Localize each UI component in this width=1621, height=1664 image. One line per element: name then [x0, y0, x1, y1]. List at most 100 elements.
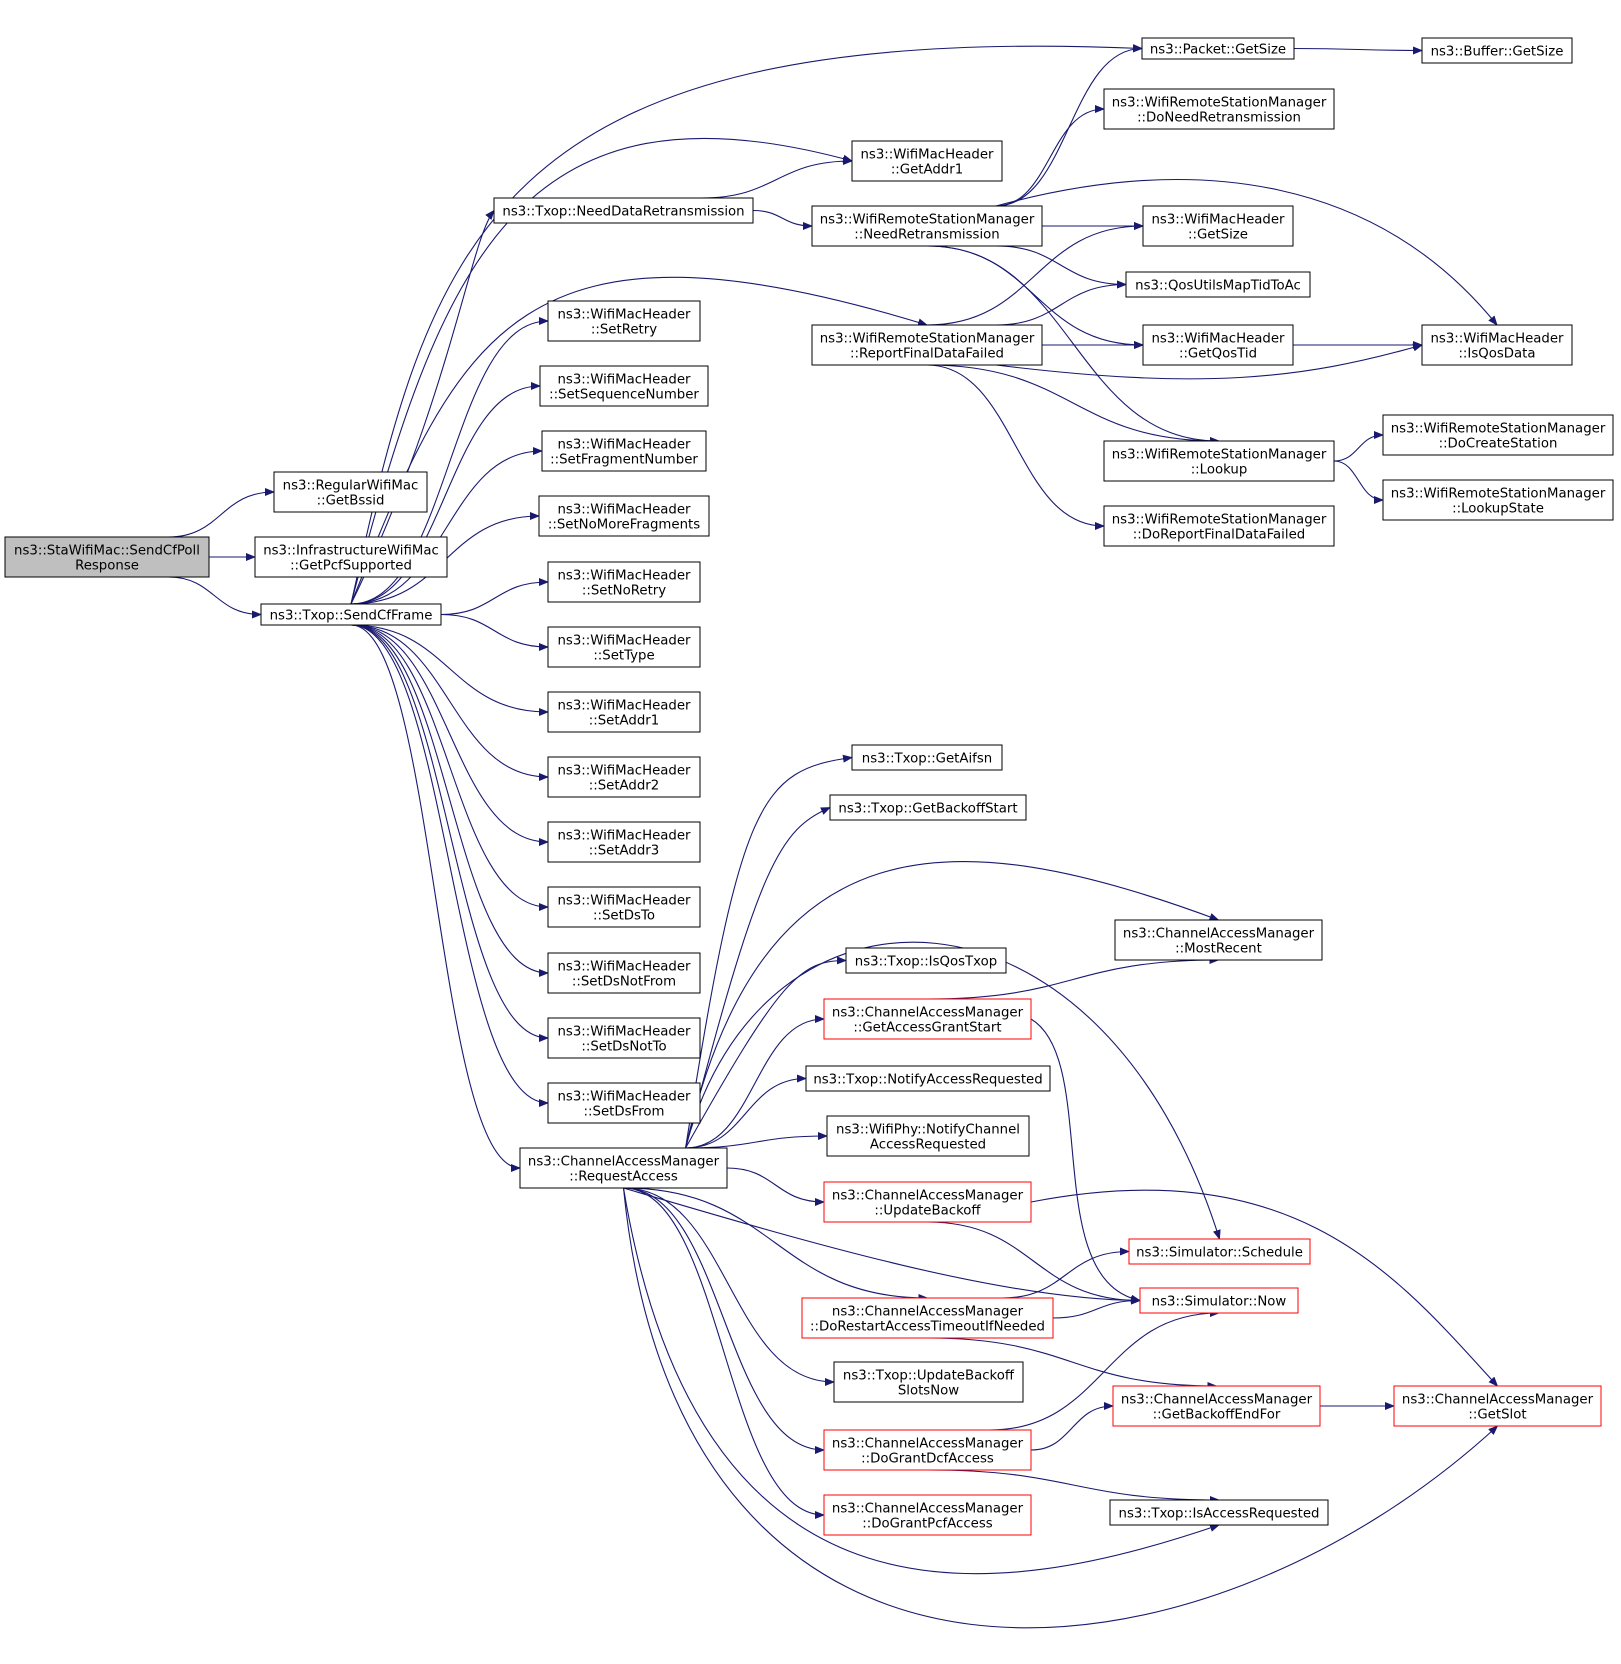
node-dograntdcf[interactable]: ns3::ChannelAccessManager::DoGrantDcfAcc… — [823, 1429, 1032, 1471]
node-updatebackoff[interactable]: ns3::ChannelAccessManager::UpdateBackoff — [823, 1181, 1032, 1223]
node-label: ns3::WifiPhy::NotifyChannel — [836, 1123, 1020, 1138]
node-setdsnotto[interactable]: ns3::WifiMacHeader::SetDsNotTo — [547, 1017, 701, 1059]
node-label: ns3::WifiMacHeader — [557, 829, 691, 844]
node-box — [547, 561, 701, 603]
node-label: ns3::InfrastructureWifiMac — [263, 544, 439, 559]
node-box — [260, 603, 442, 626]
node-dorestart[interactable]: ns3::ChannelAccessManager::DoRestartAcce… — [801, 1297, 1054, 1339]
node-box — [493, 197, 754, 224]
node-label: ::Lookup — [1191, 463, 1248, 478]
node-label: ns3::WifiMacHeader — [557, 1025, 691, 1040]
edge-dorestart-to-now — [1052, 1296, 1141, 1319]
node-label: ::SetAddr2 — [589, 779, 659, 794]
node-schedule[interactable]: ns3::Simulator::Schedule — [1128, 1238, 1311, 1265]
node-box — [547, 886, 701, 928]
node-label: ::IsQosData — [1458, 347, 1535, 362]
node-label: ::GetQosTid — [1179, 347, 1257, 362]
node-label: AccessRequested — [870, 1138, 986, 1153]
node-sendcf[interactable]: ns3::Txop::SendCfFrame — [260, 603, 442, 626]
node-now[interactable]: ns3::Simulator::Now — [1139, 1287, 1299, 1314]
node-pktgetsize[interactable]: ns3::Packet::GetSize — [1141, 37, 1295, 60]
node-setdsto[interactable]: ns3::WifiMacHeader::SetDsTo — [547, 886, 701, 928]
node-setnomore[interactable]: ns3::WifiMacHeader::SetNoMoreFragments — [538, 495, 710, 537]
node-label: ns3::WifiMacHeader — [1151, 213, 1285, 228]
node-label: SlotsNow — [898, 1384, 959, 1399]
node-box — [805, 1065, 1051, 1092]
node-box — [1103, 440, 1335, 482]
node-label: ::SetNoRetry — [582, 584, 666, 599]
node-label: ::SetAddr1 — [589, 714, 659, 729]
node-doneedretx[interactable]: ns3::WifiRemoteStationManager::DoNeedRet… — [1103, 88, 1335, 130]
node-label: ns3::Simulator::Schedule — [1136, 1246, 1303, 1261]
node-label: ::SetType — [593, 649, 654, 664]
node-getbackoffstart[interactable]: ns3::Txop::GetBackoffStart — [829, 794, 1027, 821]
node-isqostxop[interactable]: ns3::Txop::IsQosTxop — [845, 947, 1007, 974]
node-settype[interactable]: ns3::WifiMacHeader::SetType — [547, 626, 701, 668]
node-setdsfrom[interactable]: ns3::WifiMacHeader::SetDsFrom — [547, 1082, 701, 1124]
node-getaddr1[interactable]: ns3::WifiMacHeader::GetAddr1 — [851, 140, 1003, 182]
node-needretx[interactable]: ns3::WifiRemoteStationManager::NeedRetra… — [811, 205, 1043, 247]
node-lookupstate[interactable]: ns3::WifiRemoteStationManager::LookupSta… — [1382, 479, 1614, 521]
node-box — [547, 1082, 701, 1124]
node-label: ns3::Txop::NeedDataRetransmission — [502, 205, 744, 220]
node-box — [547, 1017, 701, 1059]
edge-sendcf-to-setaddr3 — [350, 624, 549, 846]
node-box — [823, 1429, 1032, 1471]
node-label: ns3::Txop::GetBackoffStart — [838, 802, 1017, 817]
node-getqostid[interactable]: ns3::WifiMacHeader::GetQosTid — [1142, 324, 1294, 366]
node-label: ns3::Packet::GetSize — [1150, 43, 1286, 58]
node-setretry[interactable]: ns3::WifiMacHeader::SetRetry — [547, 300, 701, 342]
edge-sendcf-to-setaddr2 — [350, 624, 549, 781]
edge-needretx-to-qosmap — [995, 245, 1127, 289]
node-requestaccess[interactable]: ns3::ChannelAccessManager::RequestAccess — [519, 1147, 728, 1189]
node-getbackoffend[interactable]: ns3::ChannelAccessManager::GetBackoffEnd… — [1112, 1385, 1321, 1427]
node-isaccessreq[interactable]: ns3::Txop::IsAccessRequested — [1109, 1499, 1329, 1526]
node-docreate[interactable]: ns3::WifiRemoteStationManager::DoCreateS… — [1382, 414, 1614, 456]
node-getbssid[interactable]: ns3::RegularWifiMac::GetBssid — [273, 471, 428, 513]
node-qosmap[interactable]: ns3::QosUtilsMapTidToAc — [1125, 271, 1311, 298]
node-label: ::SetFragmentNumber — [550, 453, 698, 468]
node-doreportfinal[interactable]: ns3::WifiRemoteStationManager::DoReportF… — [1103, 505, 1335, 547]
node-getaifsn[interactable]: ns3::Txop::GetAifsn — [851, 744, 1003, 771]
node-label: ns3::ChannelAccessManager — [832, 1305, 1024, 1320]
node-setaddr2[interactable]: ns3::WifiMacHeader::SetAddr2 — [547, 756, 701, 798]
node-box — [811, 205, 1043, 247]
node-setaddr1[interactable]: ns3::WifiMacHeader::SetAddr1 — [547, 691, 701, 733]
node-setseq[interactable]: ns3::WifiMacHeader::SetSequenceNumber — [539, 365, 709, 407]
node-notifyaccess[interactable]: ns3::Txop::NotifyAccessRequested — [805, 1065, 1051, 1092]
node-getpcf[interactable]: ns3::InfrastructureWifiMac::GetPcfSuppor… — [254, 536, 448, 578]
node-box — [851, 744, 1003, 771]
node-label: ns3::WifiMacHeader — [557, 373, 691, 388]
node-box — [1142, 324, 1294, 366]
node-setaddr3[interactable]: ns3::WifiMacHeader::SetAddr3 — [547, 821, 701, 863]
node-mostrecent[interactable]: ns3::ChannelAccessManager::MostRecent — [1114, 919, 1323, 961]
edge-reportfinal-to-hdrgetsize — [926, 222, 1144, 326]
node-label: ::DoRestartAccessTimeoutIfNeeded — [810, 1320, 1045, 1335]
node-hdrgetsize[interactable]: ns3::WifiMacHeader::GetSize — [1142, 205, 1294, 247]
edge-requestaccess-to-mostrecent — [685, 861, 1220, 1149]
node-box — [851, 140, 1003, 182]
node-getslot[interactable]: ns3::ChannelAccessManager::GetSlot — [1393, 1385, 1602, 1427]
node-isqosdata[interactable]: ns3::WifiMacHeader::IsQosData — [1421, 324, 1573, 366]
node-bufgetsize[interactable]: ns3::Buffer::GetSize — [1421, 37, 1573, 64]
edge-sendcf-to-setseq — [350, 382, 541, 605]
node-label: ns3::WifiRemoteStationManager — [820, 213, 1035, 228]
node-label: ::ReportFinalDataFailed — [850, 347, 1004, 362]
node-label: ns3::ChannelAccessManager — [832, 1437, 1024, 1452]
node-setnoretry[interactable]: ns3::WifiMacHeader::SetNoRetry — [547, 561, 701, 603]
node-phynotify[interactable]: ns3::WifiPhy::NotifyChannelAccessRequest… — [826, 1115, 1030, 1157]
edge-requestaccess-to-phynotify — [685, 1132, 828, 1149]
node-dograntpcf[interactable]: ns3::ChannelAccessManager::DoGrantPcfAcc… — [823, 1494, 1032, 1536]
node-needdata[interactable]: ns3::Txop::NeedDataRetransmission — [493, 197, 754, 224]
edges-layer — [168, 44, 1499, 1629]
node-reportfinal[interactable]: ns3::WifiRemoteStationManager::ReportFin… — [811, 324, 1043, 366]
node-lookup[interactable]: ns3::WifiRemoteStationManager::Lookup — [1103, 440, 1335, 482]
node-setfrag[interactable]: ns3::WifiMacHeader::SetFragmentNumber — [541, 430, 707, 472]
node-getaccessgrant[interactable]: ns3::ChannelAccessManager::GetAccessGran… — [823, 998, 1032, 1040]
node-setdsnotfrom[interactable]: ns3::WifiMacHeader::SetDsNotFrom — [547, 952, 701, 994]
node-label: ns3::WifiRemoteStationManager — [1112, 96, 1327, 111]
edge-root-to-getbssid — [168, 488, 275, 538]
